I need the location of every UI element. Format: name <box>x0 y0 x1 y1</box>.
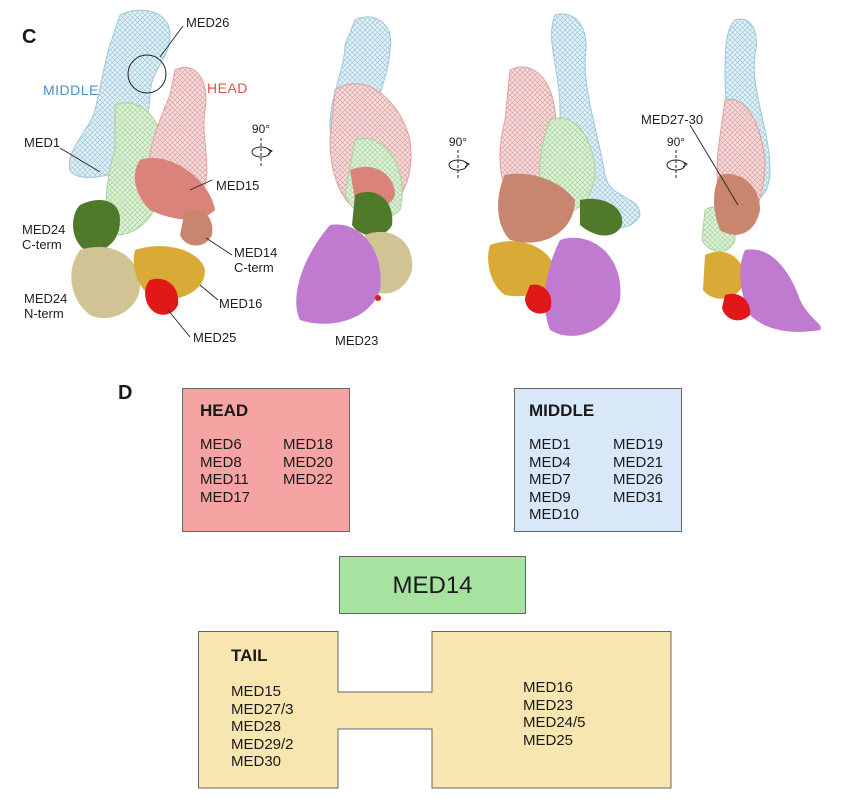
label-med24-c-term: MED24 C-term <box>22 222 66 252</box>
label-med15: MED15 <box>216 178 260 193</box>
mediator-structure-views <box>59 9 821 338</box>
label-head: HEAD <box>207 80 248 96</box>
middle-item: MED21 <box>613 453 664 471</box>
tail-title: TAIL <box>231 646 268 665</box>
middle-title: MIDDLE <box>529 401 595 420</box>
middle-item: MED7 <box>529 471 571 488</box>
tail-item: MED30 <box>231 753 282 770</box>
middle-item: MED26 <box>613 471 664 488</box>
label-med23: MED23 <box>335 333 379 348</box>
label-med25: MED25 <box>193 330 237 345</box>
rotation-icons <box>251 138 688 180</box>
rotation-label-1: 90° <box>251 122 271 136</box>
head-item: MED6 <box>200 436 242 453</box>
rotation-label-2: 90° <box>448 135 468 149</box>
panel-c-letter: C <box>22 26 37 48</box>
middle-item: MED19 <box>613 436 664 453</box>
head-title: HEAD <box>200 401 249 420</box>
tail-item: MED23 <box>523 696 574 714</box>
label-med16: MED16 <box>219 296 263 311</box>
label-med27-30: MED27-30 <box>641 112 704 127</box>
head-column-1: MED6 MED8 MED11 MED17 <box>200 436 250 506</box>
structure-view-2 <box>296 16 413 324</box>
structure-view-3 <box>488 13 641 336</box>
middle-item: MED31 <box>613 488 664 506</box>
tail-item: MED28 <box>231 718 282 735</box>
label-med24-n-term: MED24 N-term <box>24 291 68 321</box>
structure-view-1 <box>68 9 215 319</box>
med14-title: MED14 <box>392 572 473 599</box>
label-med26: MED26 <box>186 15 230 30</box>
tail-column-right: MED16 MED23 MED24/5 MED25 <box>523 679 586 749</box>
middle-column-1: MED1 MED4 MED7 MED9 MED10 <box>529 436 579 524</box>
middle-item: MED1 <box>529 436 571 453</box>
tail-item: MED24/5 <box>523 714 586 731</box>
label-med1: MED1 <box>24 135 61 150</box>
head-column-2: MED18 MED20 MED22 <box>283 436 333 489</box>
middle-item: MED10 <box>529 506 580 523</box>
label-med14-c-term: MED14 C-term <box>234 245 278 275</box>
rotation-label-3: 90° <box>666 135 686 149</box>
middle-module-box: MIDDLE MED1 MED4 MED7 MED9 MED10 MED19 M… <box>514 388 682 532</box>
middle-item: MED9 <box>529 488 571 506</box>
tail-item: MED27/3 <box>231 700 294 718</box>
tail-item: MED29/2 <box>231 735 294 753</box>
head-item: MED20 <box>283 453 334 471</box>
head-module-box: HEAD MED6 MED8 MED11 MED17 MED18 MED20 M… <box>182 388 350 532</box>
tail-item: MED25 <box>523 731 574 749</box>
med14-module-box: MED14 <box>339 556 526 614</box>
head-item: MED22 <box>283 471 334 488</box>
tail-module-shape <box>198 631 672 789</box>
head-item: MED17 <box>200 488 251 506</box>
tail-column-left: MED15 MED27/3 MED28 MED29/2 MED30 <box>231 683 294 771</box>
label-middle: MIDDLE <box>43 82 99 98</box>
head-item: MED8 <box>200 453 242 471</box>
structure-view-4 <box>701 18 821 332</box>
middle-column-2: MED19 MED21 MED26 MED31 <box>613 436 663 506</box>
tail-item: MED15 <box>231 683 282 700</box>
leader-lines <box>59 25 739 338</box>
panel-d-letter: D <box>118 382 133 404</box>
middle-item: MED4 <box>529 453 571 471</box>
head-item: MED11 <box>200 471 249 488</box>
tail-item: MED16 <box>523 679 574 696</box>
head-item: MED18 <box>283 436 334 453</box>
